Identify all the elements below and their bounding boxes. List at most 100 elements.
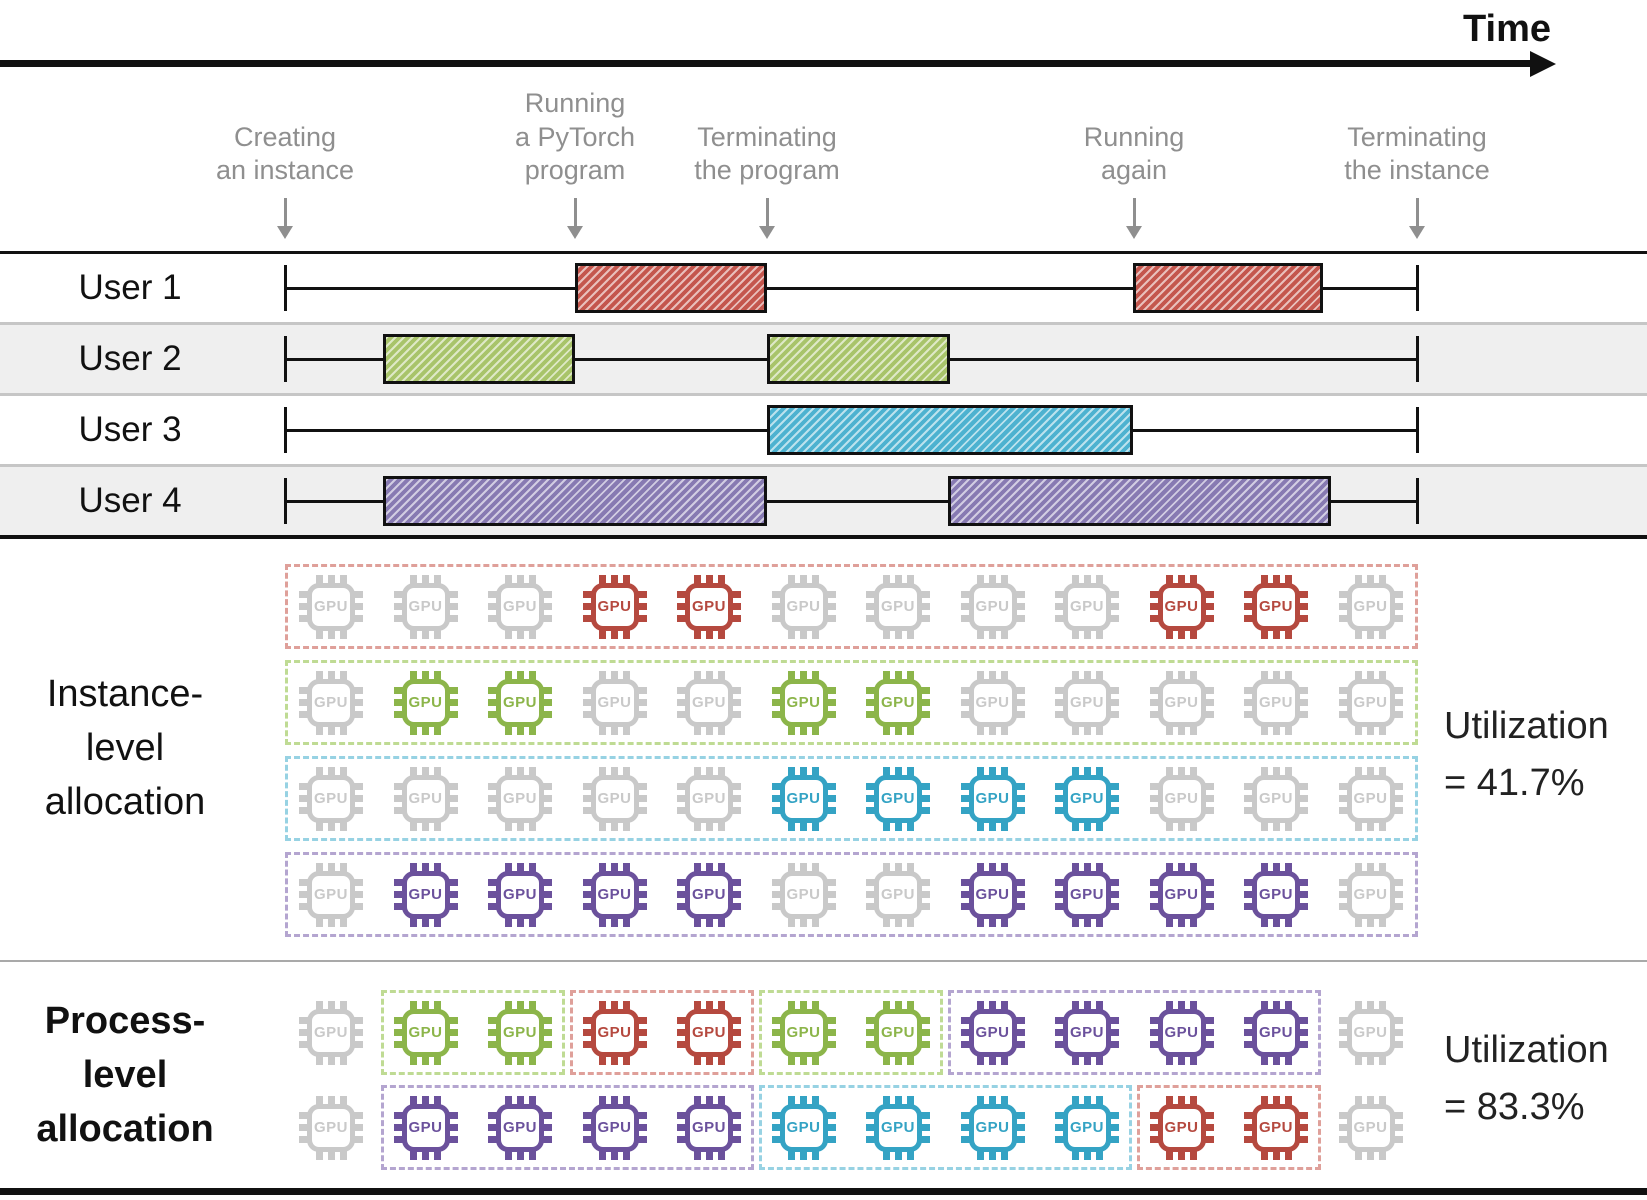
- chip-pin-icon: [410, 670, 417, 683]
- chip-pin-icon: [540, 795, 552, 802]
- chip-pin-icon: [717, 1147, 725, 1160]
- instance-row-box-purple: [285, 852, 1418, 937]
- gpu-chip-body: GPU: [590, 678, 639, 727]
- gpu-chip-label: GPU: [597, 790, 632, 807]
- chip-pin-icon: [866, 1017, 878, 1024]
- chip-pin-icon: [1071, 818, 1079, 831]
- chip-pin-icon: [582, 1124, 595, 1131]
- chip-pin-icon: [906, 670, 914, 683]
- gpu-chip-purple: GPU: [488, 862, 552, 927]
- gpu-chip-body: GPU: [968, 774, 1017, 823]
- chip-pin-icon: [1379, 1052, 1386, 1065]
- event-arrow-icon: [573, 198, 577, 226]
- chip-pin-icon: [445, 1017, 458, 1024]
- chip-pin-icon: [422, 1095, 429, 1108]
- chip-pin-icon: [823, 903, 836, 910]
- chip-pin-icon: [1071, 574, 1079, 587]
- user-label: User 2: [78, 339, 182, 378]
- chip-pin-icon: [528, 914, 536, 927]
- chip-pin-icon: [882, 818, 890, 831]
- chip-pin-icon: [1083, 574, 1091, 587]
- chip-pin-icon: [445, 783, 458, 790]
- chip-pin-icon: [299, 903, 311, 910]
- chip-pin-icon: [866, 699, 878, 706]
- chip-pin-icon: [960, 699, 973, 706]
- chip-pin-icon: [1107, 807, 1119, 814]
- chip-pin-icon: [1296, 879, 1308, 886]
- gpu-chip-label: GPU: [408, 886, 443, 903]
- chip-pin-icon: [634, 795, 647, 802]
- chip-pin-icon: [866, 711, 878, 718]
- chip-pin-icon: [1083, 670, 1091, 683]
- chip-pin-icon: [1244, 783, 1256, 790]
- chip-pin-icon: [351, 879, 363, 886]
- chip-pin-icon: [1284, 1000, 1292, 1013]
- gpu-chip-body: GPU: [1252, 774, 1300, 823]
- chip-pin-icon: [1055, 1017, 1067, 1024]
- chip-pin-icon: [1071, 1147, 1079, 1160]
- chip-pin-icon: [1107, 1136, 1119, 1143]
- chip-pin-icon: [906, 1000, 914, 1013]
- gpu-chip-label: GPU: [691, 1024, 726, 1041]
- chip-pin-icon: [582, 687, 595, 694]
- chip-pin-icon: [1071, 722, 1079, 735]
- chip-pin-icon: [1071, 1052, 1079, 1065]
- chip-pin-icon: [960, 1029, 973, 1036]
- gpu-chip-body: GPU: [779, 582, 828, 631]
- gpu-chip-idle: GPU: [299, 574, 363, 639]
- chip-pin-icon: [1178, 818, 1185, 831]
- process-group-box-purple: [947, 990, 1321, 1075]
- chip-pin-icon: [1379, 1147, 1386, 1160]
- gpu-chip-label: GPU: [786, 598, 821, 615]
- chip-pin-icon: [1272, 1147, 1280, 1160]
- chip-pin-icon: [1201, 903, 1214, 910]
- gpu-chip-red: GPU: [582, 574, 647, 639]
- chip-pin-icon: [1107, 795, 1119, 802]
- chip-pin-icon: [1367, 574, 1374, 587]
- chip-pin-icon: [1379, 914, 1386, 927]
- chip-pin-icon: [1201, 699, 1214, 706]
- gpu-chip-body: GPU: [1346, 1103, 1395, 1152]
- gpu-chip-label: GPU: [880, 886, 915, 903]
- chip-pin-icon: [771, 1041, 784, 1048]
- chip-pin-icon: [582, 1017, 595, 1024]
- chip-pin-icon: [327, 862, 335, 875]
- chip-pin-icon: [634, 699, 647, 706]
- chip-pin-icon: [894, 1000, 902, 1013]
- chip-pin-icon: [488, 711, 500, 718]
- chip-pin-icon: [634, 891, 647, 898]
- chip-pin-icon: [1272, 766, 1280, 779]
- chip-pin-icon: [1390, 807, 1403, 814]
- gpu-chip-idle: GPU: [1338, 862, 1403, 927]
- gpu-chip-label: GPU: [408, 1024, 443, 1041]
- chip-pin-icon: [677, 687, 689, 694]
- chip-pin-icon: [677, 615, 689, 622]
- chip-pin-icon: [705, 1000, 713, 1013]
- chip-pin-icon: [866, 687, 878, 694]
- gpu-chip-red: GPU: [1244, 1095, 1308, 1160]
- chip-pin-icon: [623, 766, 630, 779]
- gpu-chip-label: GPU: [1164, 694, 1199, 711]
- chip-pin-icon: [960, 1017, 973, 1024]
- chip-pin-icon: [717, 626, 725, 639]
- chip-pin-icon: [504, 914, 512, 927]
- chip-pin-icon: [771, 1136, 784, 1143]
- chip-pin-icon: [634, 687, 647, 694]
- chip-pin-icon: [611, 818, 618, 831]
- chip-pin-icon: [1166, 670, 1173, 683]
- chip-pin-icon: [977, 914, 984, 927]
- chip-pin-icon: [623, 862, 630, 875]
- chip-pin-icon: [351, 591, 363, 598]
- chip-pin-icon: [599, 626, 606, 639]
- chip-pin-icon: [351, 1136, 363, 1143]
- gpu-chip-body: GPU: [401, 870, 450, 919]
- chip-pin-icon: [693, 722, 701, 735]
- chip-pin-icon: [882, 766, 890, 779]
- chip-pin-icon: [488, 699, 500, 706]
- chip-pin-icon: [1149, 591, 1162, 598]
- chip-pin-icon: [351, 1029, 363, 1036]
- chip-pin-icon: [823, 879, 836, 886]
- chip-pin-icon: [693, 574, 701, 587]
- chip-pin-icon: [611, 1052, 618, 1065]
- chip-pin-icon: [918, 1029, 930, 1036]
